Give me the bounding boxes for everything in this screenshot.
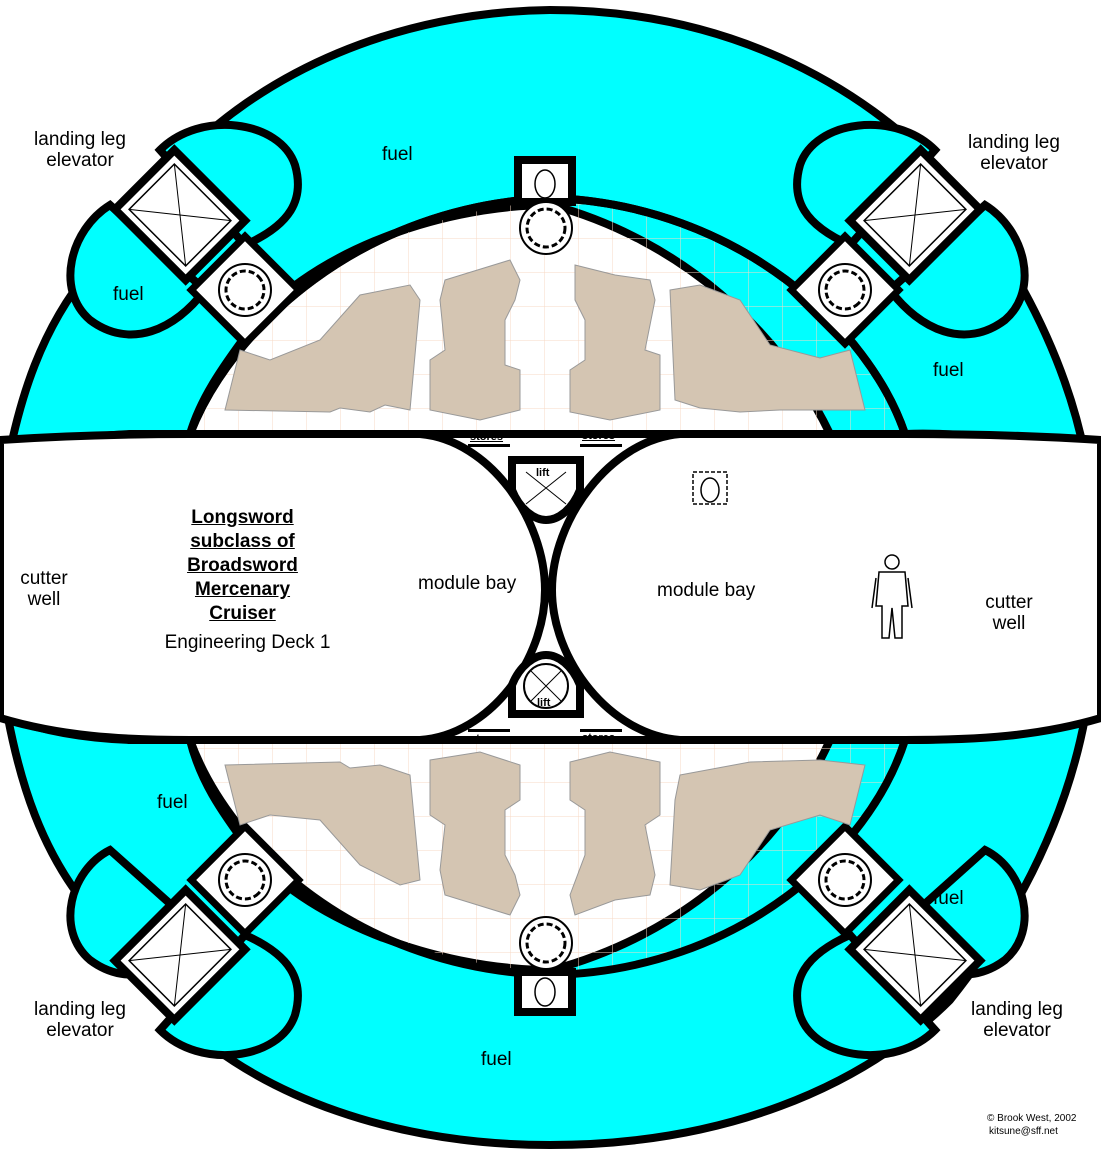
stores-shelf-top-left [468,444,510,447]
top-left-fuel-lobe-upper [154,120,302,250]
landing-leg-elevator-label-bottom-right: landing leg elevator [971,999,1063,1041]
credit-author: © Brook West, 2002 [987,1113,1077,1124]
bottom-machinery-3 [569,751,661,916]
diagram-title: Longsword subclass of Broadsword Mercena… [150,506,335,626]
lift-label-lower: lift [537,697,551,709]
top-section [4,6,1089,464]
cutter-well-label-left: cutter well [20,568,68,610]
title-line-1: Longsword [191,507,294,528]
bottom-left-fuel-lobe-lower [154,930,302,1060]
module-bay-label-right: module bay [657,580,756,601]
landing-leg-elevator-label-top-right: landing leg elevator [968,132,1060,174]
module-bay-label-left: module bay [418,573,517,594]
top-left-fuel-lobe-lower [66,200,211,339]
credit-email: kitsune@sff.net [989,1126,1058,1137]
fuel-label-top-left: fuel [113,284,144,305]
top-left-lift-shaft [186,231,304,349]
stores-shelf-bottom-left [468,729,510,732]
cutter-well-label-right: cutter well [985,592,1033,634]
stores-label-top-right: stores [582,430,616,442]
bay-lift-marker [692,471,728,505]
title-line-5: Cruiser [209,603,276,624]
center-upper-lift [525,471,567,505]
bottom-left-lift-shaft [186,821,304,939]
fuel-label-bottom-right: fuel [933,888,964,909]
bottom-center-lift [518,915,574,971]
bottom-right-lift-shaft [786,821,904,939]
title-line-2: subclass of [190,531,295,552]
human-scale-figure [871,554,913,639]
stores-label-bottom-right: stores [582,732,616,744]
bottom-section [4,714,1089,1149]
landing-leg-elevator-label-bottom-left: landing leg elevator [34,999,126,1041]
bottom-machinery-1 [224,761,421,886]
fuel-label-bottom-left: fuel [157,792,188,813]
top-machinery-2 [429,259,521,421]
credit: © Brook West, 2002 kitsune@sff.net [987,1112,1076,1138]
center-lower-lift [523,663,569,709]
bottom-right-fuel-lobe-lower [793,930,941,1060]
bottom-machinery-4 [669,759,866,891]
fuel-label-bottom: fuel [481,1049,512,1070]
top-right-fuel-lobe-upper [793,120,941,250]
stores-label-bottom-left: stores [470,733,504,745]
landing-leg-elevator-label-top-left: landing leg elevator [34,129,126,171]
bottom-machinery-2 [429,751,521,916]
top-machinery-4 [669,284,866,413]
top-right-lift-shaft [786,231,904,349]
middle-section [0,430,1101,744]
top-right-fuel-lobe-lower [884,200,1029,339]
top-center-lift [518,200,574,256]
stores-shelf-top-right [580,444,622,447]
diagram-subtitle: Engineering Deck 1 [164,632,331,653]
title-line-3: Broadsword [187,555,298,576]
fuel-label-top: fuel [382,144,413,165]
stores-shelf-bottom-right [580,729,622,732]
fuel-label-top-right: fuel [933,360,964,381]
right-module-bay-hull [547,430,1101,744]
lift-label-upper: lift [536,467,550,479]
top-machinery-1 [224,284,421,413]
title-line-4: Mercenary [194,579,291,600]
stores-label-top-left: stores [470,431,504,443]
top-machinery-3 [569,264,661,421]
left-module-bay-hull [0,430,550,744]
